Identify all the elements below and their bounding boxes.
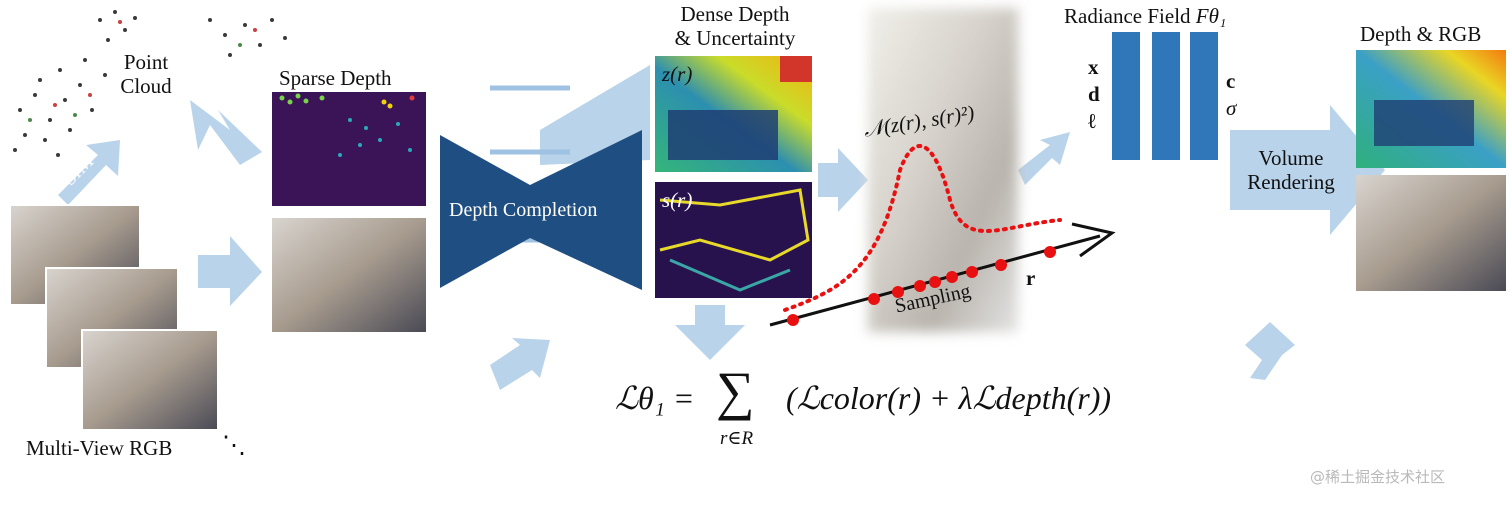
flow-arrows — [58, 65, 1385, 390]
loss-rhs: (ℒcolor(r) + λℒdepth(r)) — [786, 380, 1112, 416]
arrow-dense-to-sampling — [818, 148, 868, 212]
arrow-pointcloud-to-sparse — [190, 100, 262, 165]
ray-r-label: r — [1026, 266, 1036, 290]
loss-sum: ∑ — [716, 361, 755, 421]
watermark: @稀土掘金技术社区 — [1310, 468, 1446, 486]
multi-view-rgb-stack — [9, 204, 219, 431]
mlp-outputs: c σ — [1226, 68, 1236, 122]
ray-arrowhead — [1071, 222, 1116, 258]
input-x-label: x — [1088, 55, 1099, 79]
rendered-rgb-image — [1356, 175, 1506, 291]
arrow-sampling-to-radiance — [1018, 132, 1070, 185]
sparse-depth-label: Sparse Depth — [279, 66, 392, 90]
point-cloud-label-line1: Point — [123, 50, 169, 74]
rendered-depth-map — [1356, 50, 1506, 168]
mlp-inputs: x d ℓ — [1088, 54, 1100, 135]
point-cloud-label-line2: Cloud — [120, 74, 172, 99]
point-cloud — [13, 10, 287, 157]
input-d-label: d — [1088, 81, 1100, 106]
volume-rendering-line1: Volume — [1258, 146, 1324, 170]
depth-completion-label: Depth Completion — [449, 199, 598, 221]
depth-rgb-label: Depth & RGB — [1360, 22, 1482, 46]
sample-points — [787, 246, 1056, 326]
ellipsis-label: ⋱ — [222, 433, 246, 459]
arrow-input-to-loss — [490, 338, 550, 390]
depth-completion-network — [440, 130, 642, 290]
sparse-rgb-image — [272, 218, 426, 332]
input-l-label: ℓ — [1088, 108, 1096, 133]
radiance-field-text: Radiance Field — [1064, 4, 1191, 28]
arrow-rgb-to-sparse — [198, 236, 262, 306]
arrow-render-to-loss — [1245, 322, 1295, 380]
sampling-background — [868, 8, 1018, 332]
dense-depth-label-line1: Dense Depth — [680, 2, 790, 26]
dense-depth-label: Dense Depth & Uncertainty — [650, 2, 820, 50]
output-sigma-label: σ — [1226, 95, 1237, 120]
multi-view-rgb-label: Multi-View RGB — [26, 436, 173, 460]
radiance-field-label: Radiance Field Fθ₁ — [1064, 4, 1226, 28]
arrow-volume-rendering — [1230, 105, 1385, 235]
sparse-depth-image — [272, 92, 426, 206]
radiance-field-symbol: Fθ₁ — [1195, 4, 1227, 28]
dense-depth-map — [655, 56, 812, 172]
output-c-label: c — [1226, 69, 1236, 93]
dense-depth-label-line2: & Uncertainty — [674, 26, 796, 51]
loss-sum-subscript: r∈R — [720, 428, 754, 449]
volume-rendering-label: Volume Rendering — [1236, 146, 1346, 194]
point-cloud-label: Point Cloud — [110, 50, 182, 98]
gaussian-curve — [783, 144, 1062, 312]
arrow-sfm — [58, 140, 120, 205]
volume-rendering-line2: Rendering — [1247, 170, 1335, 195]
radiance-field-mlp — [1112, 32, 1218, 160]
s-r-label: s(r) — [662, 188, 693, 212]
z-r-label: z(r) — [662, 62, 693, 86]
arrow-dense-to-loss — [675, 305, 745, 360]
uncertainty-map — [655, 182, 812, 298]
loss-lhs: ℒθ₁ = — [615, 380, 695, 416]
